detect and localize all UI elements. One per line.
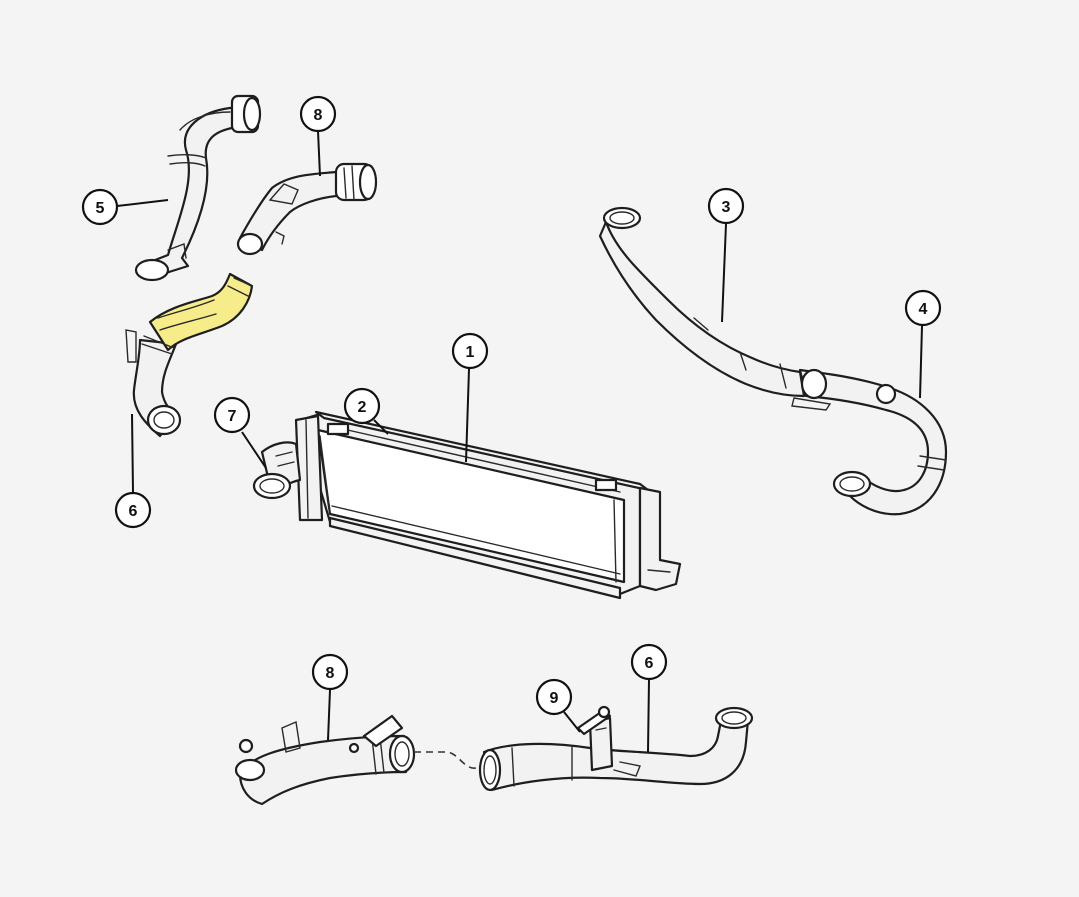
callout-9-label: 9 bbox=[550, 690, 559, 707]
highlighted-hose-section bbox=[148, 272, 254, 352]
hose-part-5 bbox=[134, 94, 262, 282]
callout-6-left: 6 bbox=[114, 491, 152, 529]
callout-3: 3 bbox=[707, 187, 745, 225]
callout-1: 1 bbox=[451, 332, 489, 370]
callout-5-label: 5 bbox=[96, 200, 105, 217]
callout-7: 7 bbox=[213, 396, 251, 434]
elbow-part-7 bbox=[252, 441, 302, 500]
hose-part-8-top bbox=[236, 162, 378, 256]
callout-8-bottom: 8 bbox=[311, 653, 349, 691]
pipe-part-8-bottom bbox=[234, 714, 416, 806]
hose-part-6-left bbox=[125, 272, 254, 438]
callout-4-label: 4 bbox=[919, 301, 928, 318]
fastener-part-9 bbox=[576, 705, 612, 736]
pipe-part-6-bottom bbox=[478, 706, 754, 792]
intercooler-part-1 bbox=[294, 410, 682, 600]
callout-8-top: 8 bbox=[299, 95, 337, 133]
callout-2-label: 2 bbox=[358, 399, 367, 416]
callout-4: 4 bbox=[904, 289, 942, 327]
callout-3-label: 3 bbox=[722, 199, 731, 216]
leader-lines bbox=[116, 130, 923, 753]
callout-2: 2 bbox=[343, 387, 381, 425]
hose-part-4 bbox=[791, 368, 948, 516]
callout-8-top-label: 8 bbox=[314, 107, 323, 124]
callout-5: 5 bbox=[81, 188, 119, 226]
callout-1-label: 1 bbox=[466, 344, 475, 361]
callout-8-bottom-label: 8 bbox=[326, 665, 335, 682]
connection-dashed-line bbox=[414, 751, 487, 769]
callout-6-bottom-label: 6 bbox=[645, 655, 654, 672]
callout-9: 9 bbox=[535, 678, 573, 716]
callout-6-bottom: 6 bbox=[630, 643, 668, 681]
hose-part-3 bbox=[598, 206, 806, 398]
callout-7-label: 7 bbox=[228, 408, 237, 425]
callout-6-left-label: 6 bbox=[129, 503, 138, 520]
